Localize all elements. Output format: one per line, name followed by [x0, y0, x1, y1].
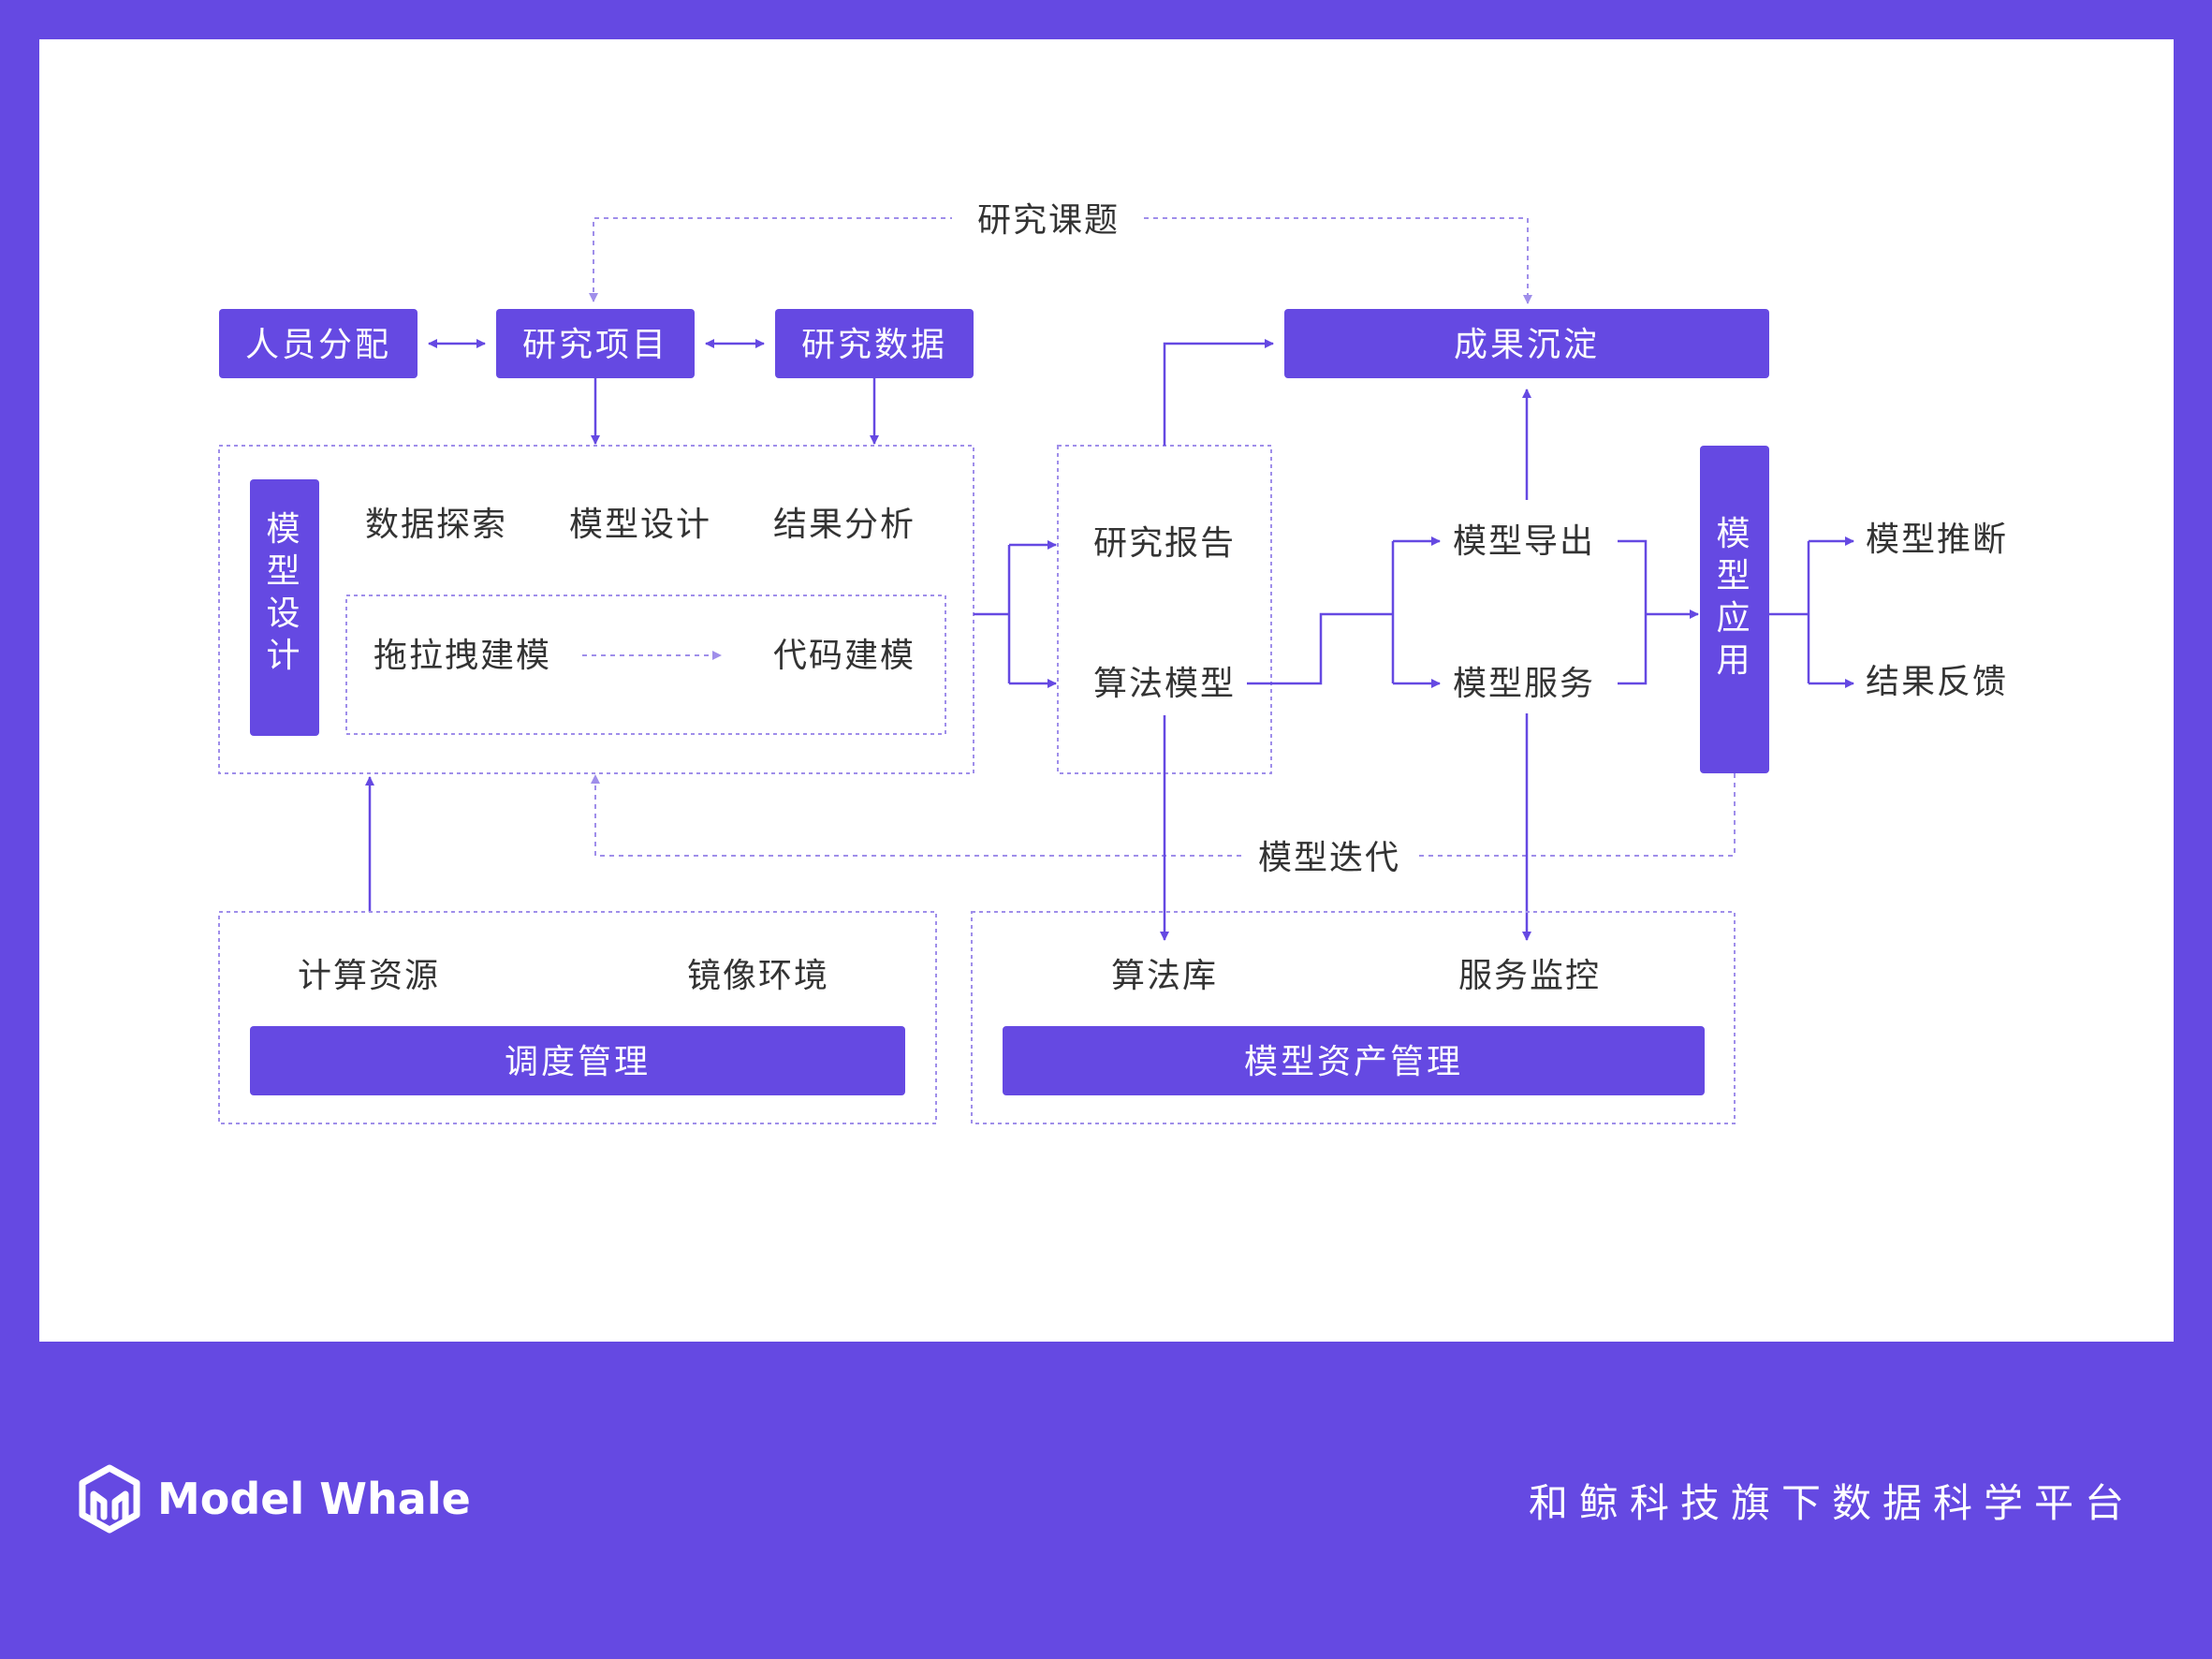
- model-inference-label: 模型推断: [1866, 521, 2008, 559]
- model-iteration-label: 模型迭代: [1258, 839, 1400, 877]
- whale-logo-icon: [79, 1464, 140, 1534]
- research-data-label: 研究数据: [801, 326, 947, 364]
- model-design-char-3: 设: [266, 595, 302, 633]
- build-subregion: [345, 595, 946, 735]
- achievements-label: 成果沉淀: [1454, 326, 1600, 364]
- research-project-box: 研究项目: [496, 309, 695, 378]
- model-apply-char-2: 型: [1716, 557, 1752, 595]
- model-apply-char-3: 应: [1716, 599, 1752, 638]
- model-asset-box: 模型资产管理: [1003, 1026, 1705, 1095]
- model-apply-vertical-box: 模 型 应 用: [1700, 446, 1769, 773]
- logo-text: Model Whale: [157, 1474, 471, 1524]
- iteration-right-line: [1417, 773, 1736, 857]
- model-export-label: 模型导出: [1453, 522, 1595, 561]
- research-report-label: 研究报告: [1093, 524, 1236, 563]
- research-data-box: 研究数据: [775, 309, 974, 378]
- model-design-label: 模型设计: [569, 506, 711, 544]
- model-design-vertical-box: 模 型 设 计: [250, 479, 319, 736]
- image-env-label: 镜像环境: [687, 957, 829, 995]
- algo-out-line: [1247, 612, 1393, 685]
- algorithm-lib-label: 算法库: [1111, 957, 1218, 995]
- diagram-canvas: 研究课题 人员分配 研究项目 研究数据 成果沉淀 模 型 设 计 数据探索 模型…: [39, 39, 2174, 1342]
- model-design-region: [218, 445, 974, 774]
- personnel-box: 人员分配: [219, 309, 417, 378]
- scheduling-label: 调度管理: [505, 1043, 651, 1081]
- topic-right-arrow: [1144, 217, 1532, 304]
- model-design-char-2: 型: [266, 552, 302, 591]
- code-build-label: 代码建模: [773, 637, 916, 675]
- topic-left-line: [593, 217, 952, 301]
- data-explore-label: 数据探索: [365, 506, 507, 544]
- research-project-label: 研究项目: [522, 326, 668, 364]
- model-asset-region: [971, 911, 1736, 1124]
- result-analysis-label: 结果分析: [773, 506, 916, 544]
- model-apply-char-4: 用: [1716, 641, 1752, 680]
- compute-resource-label: 计算资源: [298, 957, 440, 995]
- brand-logo: Model Whale: [77, 1462, 471, 1535]
- model-apply-char-1: 模: [1716, 515, 1752, 553]
- result-feedback-label: 结果反馈: [1866, 663, 2008, 701]
- model-design-char-4: 计: [266, 637, 302, 675]
- model-asset-label: 模型资产管理: [1244, 1043, 1463, 1081]
- scheduling-box: 调度管理: [250, 1026, 905, 1095]
- drag-build-label: 拖拉拽建模: [374, 637, 551, 675]
- report-to-achievements-arrow: [1163, 339, 1274, 446]
- achievements-box: 成果沉淀: [1284, 309, 1769, 378]
- workflow-diagram: 研究课题 人员分配 研究项目 研究数据 成果沉淀 模 型 设 计 数据探索 模型…: [218, 201, 2008, 1124]
- merge-bracket: [1618, 539, 1648, 685]
- algorithm-model-label: 算法模型: [1093, 665, 1236, 703]
- iteration-left-arrow: [591, 774, 1241, 857]
- tagline: 和鲸科技旗下数据科学平台: [1528, 1480, 2135, 1526]
- research-topic-label: 研究课题: [977, 201, 1120, 240]
- service-monitor-label: 服务监控: [1458, 957, 1601, 995]
- model-design-char-1: 模: [266, 510, 302, 549]
- personnel-label: 人员分配: [245, 326, 391, 364]
- model-service-label: 模型服务: [1453, 665, 1595, 703]
